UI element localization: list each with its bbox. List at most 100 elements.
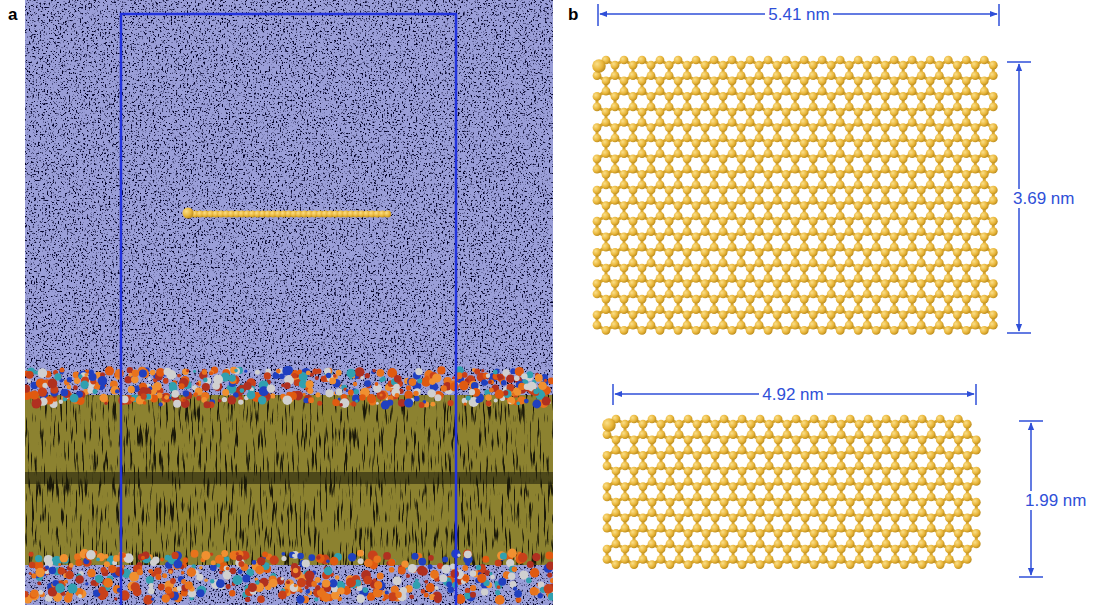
lipid-head-atom	[80, 381, 88, 389]
lipid-head-atom	[324, 581, 330, 587]
lipid-head-atom	[507, 397, 515, 405]
lipid-head-atom	[104, 402, 107, 405]
lipid-head-atom	[226, 567, 230, 571]
lipid-head-atom	[340, 398, 350, 408]
lipid-head-atom	[339, 403, 343, 407]
lipid-head-atom	[213, 375, 223, 385]
lipid-head-atom	[130, 397, 135, 402]
lipid-head-atom	[89, 373, 97, 381]
lipid-head-atom	[162, 573, 167, 578]
lipid-head-atom	[61, 389, 69, 397]
lipid-head-atom	[264, 372, 271, 379]
lipid-head-atom	[279, 373, 285, 379]
lipid-head-atom	[97, 553, 105, 561]
lipid-head-atom	[514, 590, 522, 598]
lipid-head-atom	[527, 561, 534, 568]
lipid-head-atom	[29, 562, 35, 568]
lipid-head-atom	[35, 568, 45, 578]
lipid-head-atom	[508, 397, 514, 403]
lipid-tails	[25, 395, 553, 565]
lipid-head-atom	[283, 395, 293, 405]
lipid-head-atom	[542, 397, 551, 406]
lipid-head-atom	[524, 383, 531, 390]
lipid-head-atom	[210, 564, 217, 571]
lipid-head-atom	[25, 591, 29, 598]
lipid-head-atom	[252, 560, 257, 565]
lipid-head-atom	[162, 594, 170, 602]
lipid-head-atom	[470, 585, 476, 591]
lipid-head-atom	[429, 378, 436, 385]
lipid-head-atom	[113, 555, 120, 562]
lipid-head-atom	[242, 575, 250, 583]
lipid-head-atom	[336, 389, 343, 396]
lipid-head-atom	[450, 569, 459, 578]
lipid-head-atom	[325, 389, 333, 397]
lipid-head-atom	[227, 396, 236, 405]
lipid-head-atom	[193, 370, 196, 373]
lipid-head-atom	[428, 564, 433, 569]
lipid-head-atom	[414, 388, 421, 395]
lipid-head-atom	[547, 573, 552, 578]
lipid-head-atom	[329, 378, 336, 385]
lipid-head-atom	[341, 385, 347, 391]
lipid-head-atom	[49, 567, 56, 574]
lipid-head-atom	[153, 382, 161, 390]
lipid-head-atom	[489, 572, 492, 575]
lipid-head-atom	[389, 567, 395, 573]
lipid-head-atom	[508, 573, 515, 580]
lipid-head-atom	[395, 393, 400, 398]
lipid-head-atom	[322, 580, 330, 588]
lipid-head-atom	[495, 390, 504, 399]
lipid-head-atom	[485, 394, 492, 401]
lipid-head-atom	[111, 386, 120, 395]
lipid-head-atom	[182, 369, 189, 376]
lipid-head-atom	[171, 390, 179, 398]
lipid-head-atom	[375, 382, 379, 386]
lipid-head-atom	[146, 576, 154, 584]
lipid-head-atom	[29, 552, 34, 557]
lipid-head-atom	[495, 590, 500, 595]
lipid-head-atom	[255, 580, 259, 584]
lipid-head-atom	[544, 379, 547, 382]
lipid-head-atom	[26, 371, 34, 379]
lipid-head-atom	[128, 386, 135, 393]
lipid-head-atom	[421, 589, 426, 594]
lipid-head-atom	[38, 387, 47, 396]
lipid-head-atom	[182, 557, 188, 563]
lipid-head-atom	[470, 592, 476, 598]
lipid-head-atom	[245, 597, 250, 602]
lipid-head-atom	[409, 378, 417, 386]
lipid-head-atom	[546, 562, 553, 571]
lipid-head-atom	[159, 402, 163, 406]
lipid-head-atom	[497, 585, 501, 589]
lipid-head-atom	[512, 393, 515, 396]
lipid-head-atom	[187, 568, 196, 577]
lipid-head-atom	[114, 597, 117, 600]
lipid-head-atom	[336, 370, 342, 376]
lipid-head-atom	[148, 588, 155, 595]
graphene-sheet	[592, 56, 997, 335]
lipid-head-atom	[183, 398, 186, 401]
lipid-head-atom	[498, 578, 506, 586]
lipid-head-atom	[367, 394, 376, 403]
lipid-head-atom	[388, 559, 395, 566]
lipid-head-atom	[533, 389, 539, 395]
lipid-head-atom	[316, 555, 320, 559]
lipid-head-atom	[494, 399, 498, 403]
lipid-head-atom	[115, 369, 124, 378]
lipid-head-atom	[108, 565, 116, 573]
lipid-head-atom	[294, 584, 297, 587]
lipid-head-atom	[532, 389, 539, 396]
lipid-head-atom	[359, 394, 366, 401]
lipid-head-atom	[377, 572, 384, 579]
lipid-head-atom	[434, 586, 438, 590]
lipid-head-atom	[218, 399, 222, 403]
lipid-head-atom	[420, 567, 428, 575]
lipid-head-atom	[232, 575, 242, 585]
lipid-head-atom	[226, 584, 231, 589]
lipid-head-atom	[306, 371, 311, 376]
lipid-head-atom	[191, 550, 199, 558]
lipid-head-atom	[381, 376, 386, 381]
lipid-head-atom	[311, 581, 317, 587]
lipid-head-atom	[424, 580, 428, 584]
